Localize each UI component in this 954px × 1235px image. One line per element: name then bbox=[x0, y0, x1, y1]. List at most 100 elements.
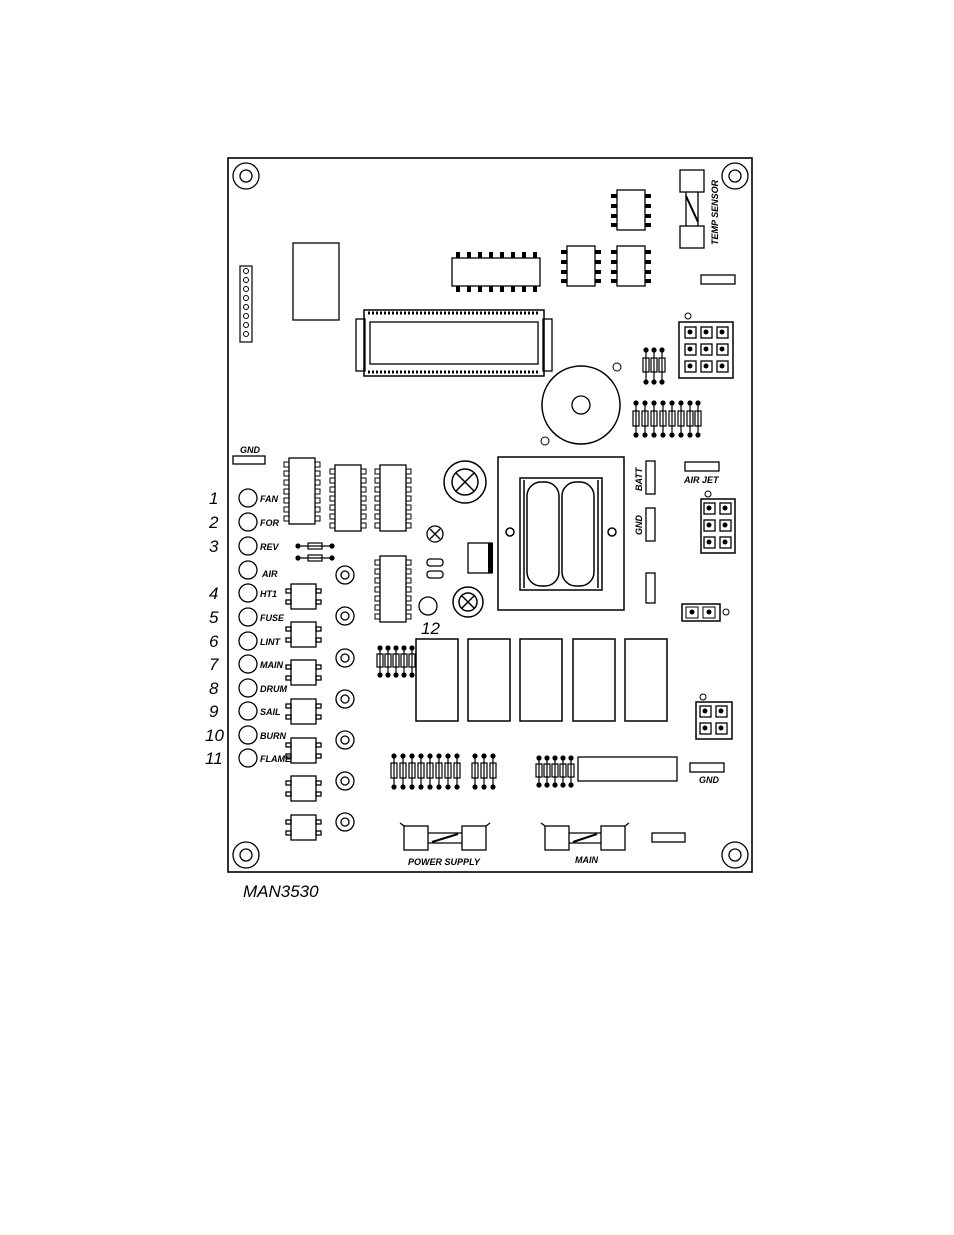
gnd-top-label: GND bbox=[240, 445, 261, 455]
ic-14pin-c bbox=[374, 464, 412, 532]
ic-14pin-b bbox=[329, 464, 367, 532]
resistor-array-bottom-b bbox=[471, 753, 497, 790]
indicator-led bbox=[238, 488, 258, 508]
indicator-led bbox=[238, 701, 258, 721]
mounting-hole-bottom-left bbox=[232, 841, 260, 869]
sip-module bbox=[577, 756, 678, 782]
gnd-mid-header bbox=[645, 507, 656, 542]
led-row-air: AIR bbox=[238, 560, 278, 580]
header-small-bottom bbox=[651, 832, 686, 843]
indicator-led bbox=[238, 725, 258, 745]
air-jet-header bbox=[684, 461, 720, 472]
led-number: 10 bbox=[205, 726, 224, 745]
led-row-5: 5 FUSE bbox=[209, 607, 285, 627]
ic-8pin-c bbox=[611, 189, 651, 231]
resistor-array-right bbox=[632, 400, 702, 438]
fuse-main bbox=[540, 822, 630, 851]
led-row-2: 2 FOR bbox=[208, 512, 279, 532]
varistor-column bbox=[335, 565, 355, 832]
indicator-led bbox=[238, 654, 258, 674]
mounting-hole-top-left bbox=[232, 162, 260, 190]
batt-header bbox=[645, 460, 656, 495]
led-label: FLAME bbox=[260, 754, 292, 764]
indicator-led bbox=[238, 631, 258, 651]
led-label: REV bbox=[260, 542, 280, 552]
air-jet-label: AIR JET bbox=[683, 475, 720, 485]
led-number: 6 bbox=[209, 632, 219, 651]
indicator-led bbox=[238, 607, 258, 627]
led-label: LINT bbox=[260, 637, 281, 647]
led-number: 2 bbox=[208, 513, 219, 532]
figure-caption: MAN3530 bbox=[243, 882, 319, 901]
led-label: AIR bbox=[261, 569, 278, 579]
header-small-top-right bbox=[700, 274, 736, 285]
led-label: DRUM bbox=[260, 684, 287, 694]
led-row-9: 9 SAIL bbox=[209, 701, 281, 721]
temp-sensor-label: TEMP SENSOR bbox=[710, 179, 720, 245]
small-caps bbox=[426, 558, 444, 579]
led-label: MAIN bbox=[260, 660, 283, 670]
connector-6pin-mid bbox=[700, 490, 736, 554]
voltage-regulator bbox=[467, 542, 493, 574]
resistor-array-bottom-a bbox=[390, 753, 461, 790]
resistor-array-bottom-c bbox=[535, 755, 575, 788]
led-row-4: 4 HT1 bbox=[209, 583, 277, 603]
header-vertical-lower bbox=[645, 572, 656, 604]
mounting-hole-top-right bbox=[721, 162, 749, 190]
optocoupler-column bbox=[285, 583, 322, 841]
connector-4pin bbox=[695, 693, 733, 740]
indicator-led bbox=[238, 748, 258, 768]
board-outline bbox=[227, 157, 753, 873]
led-label: SAIL bbox=[260, 707, 281, 717]
led-number: 1 bbox=[209, 489, 218, 508]
led-row-11: 11 FLAME bbox=[205, 748, 292, 768]
ic-14pin-d bbox=[374, 555, 412, 623]
indicator-led bbox=[238, 512, 258, 532]
led-number: 4 bbox=[209, 584, 218, 603]
led-row-10: 10 BURN bbox=[205, 725, 286, 745]
led-number: 5 bbox=[209, 608, 219, 627]
led-12 bbox=[418, 596, 438, 616]
led-number: 9 bbox=[209, 702, 219, 721]
gnd-right-header bbox=[689, 762, 725, 773]
connector-2pin bbox=[681, 603, 730, 622]
led-number: 11 bbox=[205, 749, 223, 768]
buzzer bbox=[540, 362, 622, 446]
diode-pair bbox=[295, 542, 335, 562]
led-12-label: 12 bbox=[421, 619, 440, 638]
main-fuse-label: MAIN bbox=[575, 855, 598, 865]
led-row-8: 8 DRUM bbox=[209, 678, 287, 698]
ic-8pin-a bbox=[561, 245, 601, 287]
led-row-7: 7 MAIN bbox=[209, 654, 283, 674]
gnd-right-label: GND bbox=[699, 775, 720, 785]
batt-label: BATT bbox=[634, 466, 644, 491]
indicator-led bbox=[238, 560, 258, 580]
led-label: FUSE bbox=[260, 613, 285, 623]
potentiometer-large bbox=[443, 460, 487, 504]
relay-bank bbox=[415, 638, 668, 722]
transformer bbox=[497, 456, 625, 611]
indicator-led bbox=[238, 678, 258, 698]
indicator-led bbox=[238, 583, 258, 603]
ic-8pin-b bbox=[611, 245, 651, 287]
led-row-6: 6 LINT bbox=[209, 631, 281, 651]
led-number: 7 bbox=[209, 655, 219, 674]
gnd-top-header bbox=[232, 455, 266, 465]
fuse-power-supply bbox=[399, 822, 491, 851]
trimmer bbox=[426, 525, 444, 543]
led-row-3: 3 REV bbox=[209, 536, 280, 556]
led-label: FAN bbox=[260, 494, 279, 504]
resistor-array-mid-left bbox=[376, 645, 416, 678]
ic-top-center bbox=[451, 252, 541, 292]
ic-14pin-a bbox=[283, 457, 321, 525]
mounting-hole-bottom-right bbox=[721, 841, 749, 869]
power-supply-label: POWER SUPPLY bbox=[408, 857, 481, 867]
pin-header-left bbox=[239, 265, 253, 343]
gnd-mid-label: GND bbox=[634, 515, 644, 536]
potentiometer-small bbox=[452, 586, 484, 618]
led-row-1: 1 FAN bbox=[209, 488, 279, 508]
led-number: 3 bbox=[209, 537, 219, 556]
led-label: FOR bbox=[260, 518, 279, 528]
temp-sensor-component bbox=[679, 169, 705, 249]
